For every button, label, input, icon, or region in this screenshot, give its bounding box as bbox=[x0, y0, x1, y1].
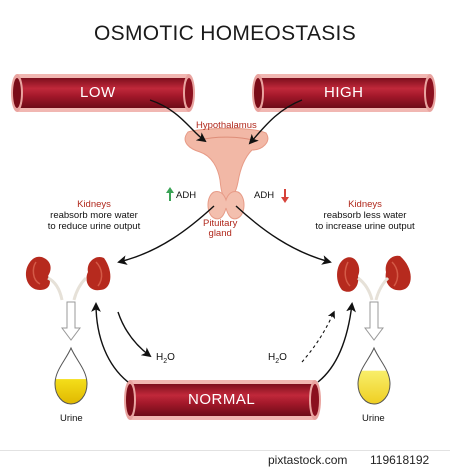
left-kidneys-line2: to reduce urine output bbox=[47, 221, 141, 232]
adh-increase-arrow bbox=[166, 187, 174, 201]
right-urine-drop bbox=[357, 346, 391, 405]
water-sub: 2 bbox=[275, 358, 280, 365]
arrow-water-to-right-kidney-dashed bbox=[301, 310, 335, 363]
footer-site: pixtastock.com bbox=[268, 453, 348, 467]
water-o: O bbox=[279, 352, 287, 363]
arrow-pituitary-to-left-kidney bbox=[117, 205, 215, 265]
left-urine-label: Urine bbox=[60, 413, 83, 424]
vessel-normal bbox=[124, 380, 321, 420]
page-title: OSMOTIC HOMEOSTASIS bbox=[94, 22, 356, 45]
arrow-normal-to-left-kidney bbox=[91, 302, 129, 383]
vessel-high bbox=[252, 74, 436, 112]
pituitary-label-line1: Pituitary bbox=[203, 218, 238, 229]
vessel-low-label: LOW bbox=[80, 84, 116, 101]
adh-right-label: ADH bbox=[254, 190, 275, 201]
left-kidneys-line1: reabsorb more water bbox=[50, 210, 138, 221]
right-urine-flow-arrow bbox=[364, 301, 384, 341]
vessel-normal-label: NORMAL bbox=[188, 391, 256, 408]
left-kidneys bbox=[25, 256, 111, 301]
right-kidneys-caption: Kidneys reabsorb less water to increase … bbox=[290, 199, 440, 232]
footer-id: 119618192 bbox=[370, 453, 430, 467]
water-label-right: H2O bbox=[268, 352, 287, 365]
adh-left-label: ADH bbox=[176, 190, 197, 201]
pituitary-gland-label: Pituitary gland bbox=[203, 219, 237, 239]
pituitary-gland-shape bbox=[207, 191, 245, 220]
right-kidneys-line2: to increase urine output bbox=[315, 221, 415, 232]
arrow-high-to-hypothalamus bbox=[248, 99, 303, 145]
left-urine-drop bbox=[54, 346, 88, 405]
hypothalamus-label: Hypothalamus bbox=[196, 120, 257, 131]
left-urine-flow-arrow bbox=[61, 301, 81, 341]
pituitary-label-line2: gland bbox=[208, 228, 232, 239]
water-h: H bbox=[156, 352, 164, 363]
arrow-pituitary-to-right-kidney bbox=[235, 205, 332, 265]
water-o: O bbox=[167, 352, 175, 363]
left-kidneys-caption: Kidneys reabsorb more water to reduce ur… bbox=[20, 199, 168, 232]
vessel-high-label: HIGH bbox=[324, 84, 364, 101]
right-kidneys bbox=[337, 255, 411, 301]
arrow-low-to-hypothalamus bbox=[149, 99, 207, 143]
arrow-left-kidney-to-water bbox=[117, 311, 152, 358]
adh-decrease-arrow bbox=[281, 189, 289, 203]
left-kidneys-title: Kidneys bbox=[77, 199, 111, 210]
arrow-normal-to-right-kidney bbox=[317, 302, 356, 383]
right-kidneys-title: Kidneys bbox=[348, 199, 382, 210]
footer-bar bbox=[0, 450, 450, 470]
water-label-left: H2O bbox=[156, 352, 175, 365]
vessel-low bbox=[11, 74, 195, 112]
right-urine-label: Urine bbox=[362, 413, 385, 424]
right-kidneys-line1: reabsorb less water bbox=[323, 210, 407, 221]
water-sub: 2 bbox=[163, 358, 168, 365]
water-h: H bbox=[268, 352, 276, 363]
